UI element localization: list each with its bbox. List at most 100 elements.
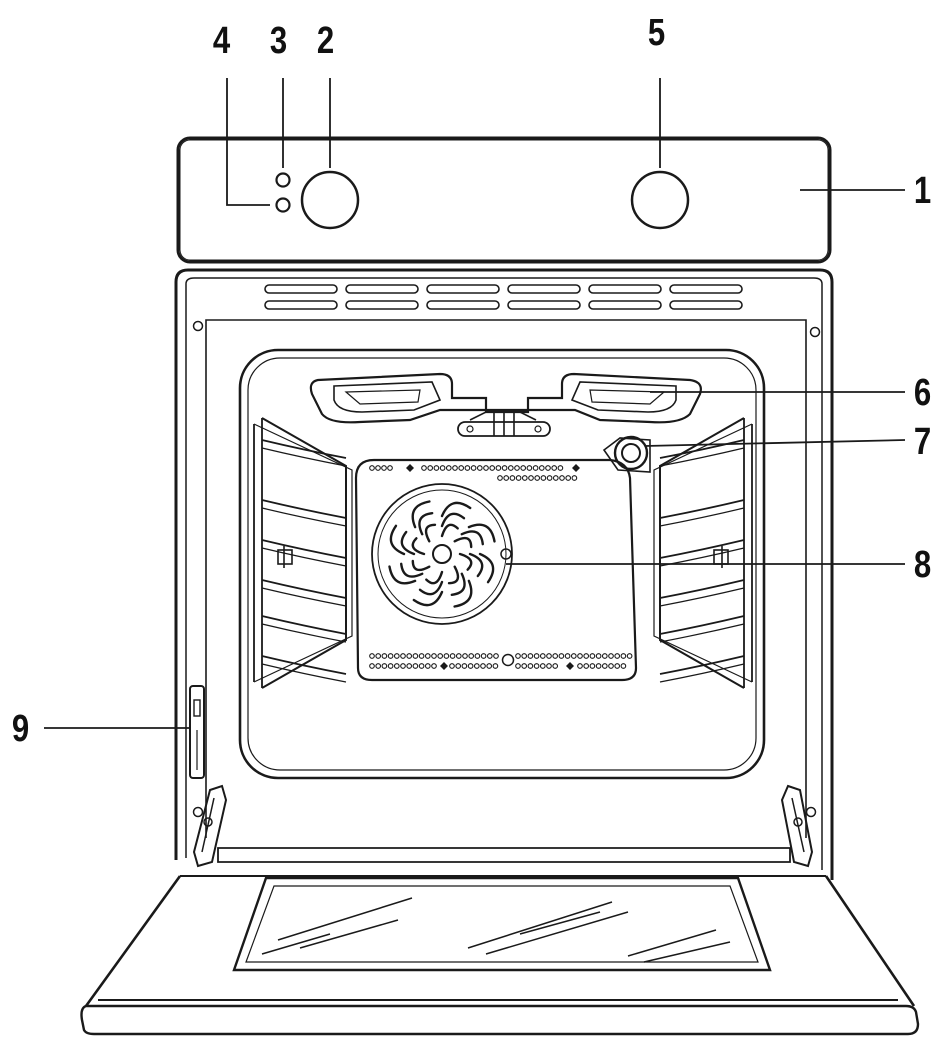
rail-frame <box>261 417 347 689</box>
vent-hole <box>559 475 565 481</box>
vent-hole <box>552 475 559 481</box>
vent-hole <box>480 653 487 659</box>
rail-rung <box>659 655 745 675</box>
vent-hole <box>445 465 452 471</box>
vent-slot <box>264 284 338 294</box>
vent-hole <box>538 465 545 471</box>
vent-hole <box>545 465 551 471</box>
vent-hole <box>540 475 547 481</box>
vent-hole <box>474 653 481 659</box>
fan-blade <box>468 552 484 578</box>
vent-hole <box>381 653 388 659</box>
vent-hole <box>533 653 540 659</box>
vent-hole <box>412 653 419 659</box>
rail-rung <box>261 579 347 599</box>
fan-blade <box>460 530 484 546</box>
vent-hole <box>369 663 375 669</box>
callout-leader-lines <box>44 78 906 729</box>
left-knob <box>300 170 360 230</box>
vent-hole <box>620 653 627 659</box>
rail-rung-inner <box>659 507 745 527</box>
vent-hole <box>387 465 393 471</box>
left-shelf-support <box>253 417 353 689</box>
vent-hole <box>486 653 493 659</box>
fan-blade <box>418 580 444 596</box>
vent-hole <box>608 653 614 659</box>
vent-hole <box>509 475 516 481</box>
vent-hole <box>520 465 527 471</box>
indicator-lamp-bottom <box>275 197 291 213</box>
vent-hole <box>381 465 387 471</box>
vent-hole <box>489 465 496 471</box>
rail-frame-inner <box>653 423 753 683</box>
vent-hole <box>476 465 483 471</box>
rail-rung-inner <box>261 447 347 467</box>
vent-hole <box>473 663 480 669</box>
rail-rung-inner <box>659 663 745 683</box>
vent-hole <box>528 475 534 481</box>
callout-8: 8 <box>913 544 932 586</box>
fan-blade <box>388 565 417 585</box>
rail-frame <box>659 417 745 689</box>
vent-hole <box>564 653 571 659</box>
vent-hole <box>620 663 627 669</box>
callout-4: 4 <box>212 20 231 62</box>
vent-hole <box>431 663 437 669</box>
vent-hole <box>521 475 528 481</box>
vent-hole <box>369 653 375 659</box>
vent-slot <box>507 300 581 310</box>
vent-hole <box>375 653 382 659</box>
vent-hole <box>614 663 621 669</box>
vent-hole <box>424 663 431 669</box>
vent-hole <box>461 663 468 669</box>
rail-rung <box>659 579 745 599</box>
rail-rung <box>659 499 745 519</box>
rail-rung <box>261 615 347 635</box>
vent-hole <box>507 465 514 471</box>
vent-hole <box>486 663 493 669</box>
vent-hole <box>515 475 522 481</box>
vent-hole <box>483 465 489 471</box>
vent-hole <box>439 465 446 471</box>
vent-hole <box>521 653 528 659</box>
oven-door <box>80 847 920 1036</box>
callout-6: 6 <box>913 372 932 414</box>
vent-hole <box>571 475 578 481</box>
vent-hole <box>443 653 450 659</box>
vent-slot <box>426 284 500 294</box>
callout-1: 1 <box>913 170 932 212</box>
vent-hole <box>551 465 558 471</box>
vent-hole <box>381 663 388 669</box>
vent-hole <box>532 465 539 471</box>
fan-blade <box>400 530 416 556</box>
vent-slot <box>345 284 419 294</box>
vent-hole <box>468 653 475 659</box>
fan-blades <box>388 500 496 608</box>
vent-hole <box>393 663 400 669</box>
vent-hole <box>437 653 444 659</box>
vent-hole <box>464 465 471 471</box>
rear-panel <box>354 458 638 682</box>
right-knob <box>630 170 690 230</box>
vent-hole <box>514 465 520 471</box>
grill-element <box>309 372 702 437</box>
vent-hole <box>375 663 382 669</box>
rail-upright <box>743 418 753 688</box>
vent-hole <box>539 653 546 659</box>
fan-blade <box>467 523 496 543</box>
vent-hole <box>577 653 583 659</box>
vent-hole <box>470 465 477 471</box>
vent-hole <box>589 663 596 669</box>
vent-hole <box>427 465 434 471</box>
rail-rung-inner <box>261 587 347 607</box>
vent-hole <box>552 663 559 669</box>
vent-hole <box>558 653 565 659</box>
rear-panel-diamond-marks <box>406 464 580 670</box>
vent-hole <box>369 465 375 471</box>
vent-hole <box>583 663 590 669</box>
oven-frame <box>174 268 834 880</box>
vent-hole <box>431 653 437 659</box>
vent-slot <box>507 284 581 294</box>
vent-hole <box>406 663 413 669</box>
